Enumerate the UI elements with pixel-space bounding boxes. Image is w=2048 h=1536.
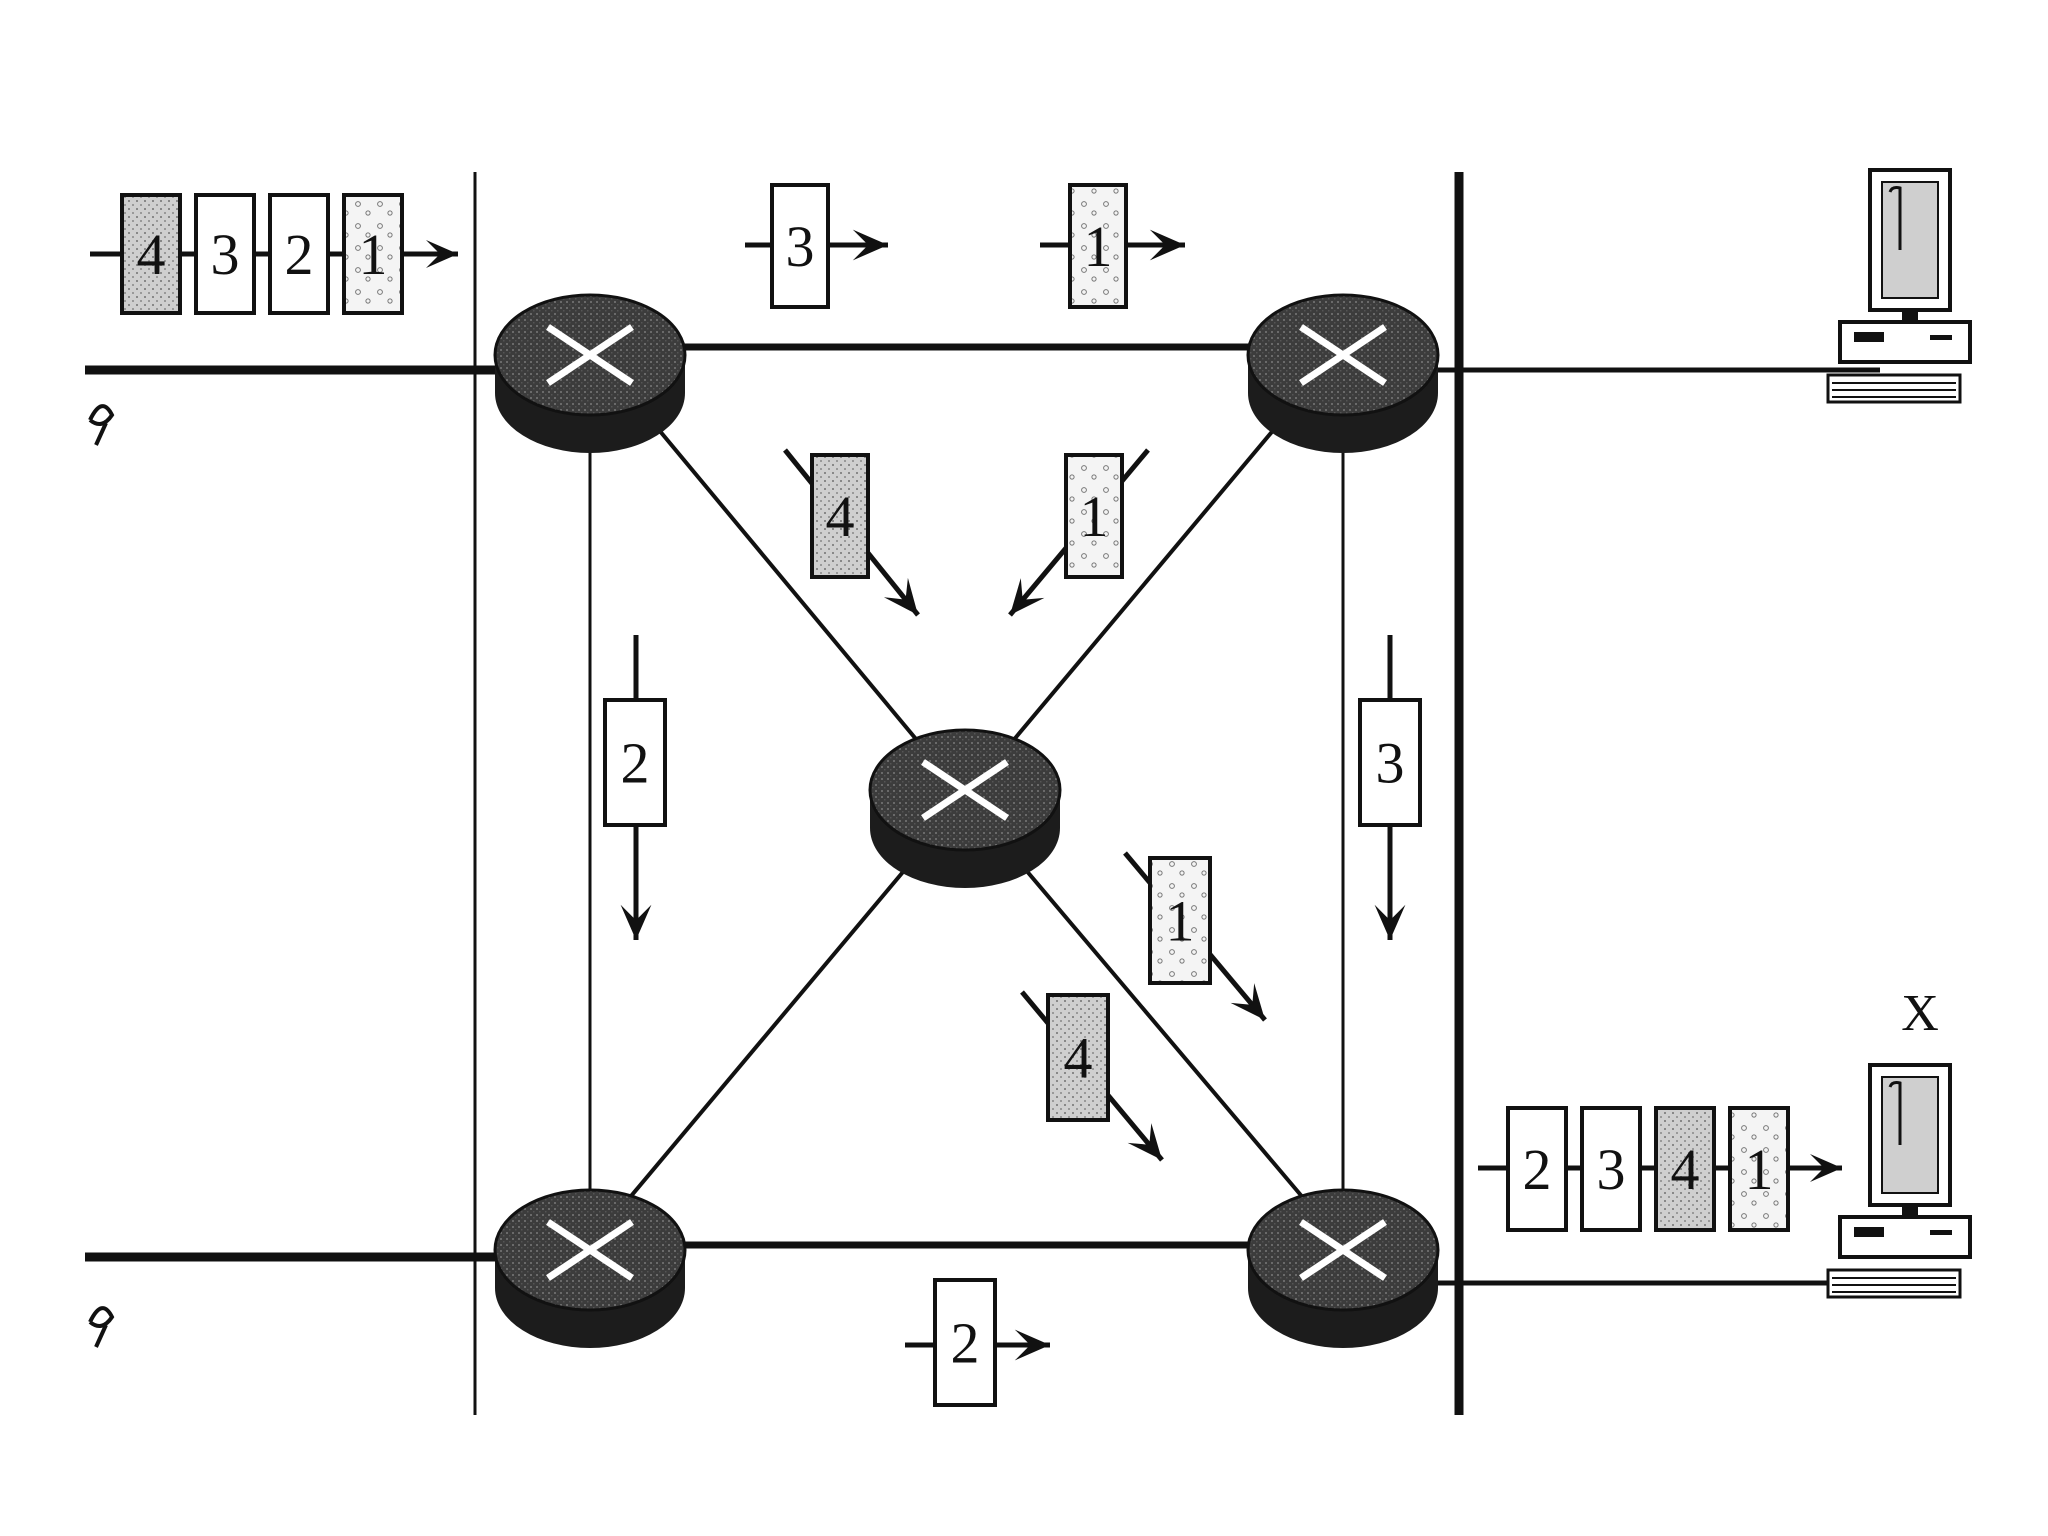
transit-top-right-to-center-arrowhead-icon bbox=[1010, 578, 1045, 615]
host-bottom bbox=[1826, 1063, 1972, 1299]
desktop-computer-icon bbox=[1826, 168, 1972, 404]
router-icon bbox=[493, 1188, 687, 1348]
packet-label: 1 bbox=[1080, 484, 1109, 549]
transit-packet-top-right-to-center: 1 bbox=[1064, 453, 1124, 579]
router-icon bbox=[868, 728, 1062, 888]
transit-packet-top-left-to-bottom-left: 2 bbox=[603, 698, 667, 827]
dest-packet: 4 bbox=[1654, 1106, 1716, 1232]
packet-label: 1 bbox=[1166, 889, 1195, 954]
router-top-right bbox=[1246, 293, 1440, 453]
transit-packet-center-to-bottom-right: 4 bbox=[1046, 993, 1110, 1122]
source-stream-arrowhead-icon bbox=[426, 240, 458, 268]
router-icon bbox=[1246, 293, 1440, 453]
router-icon bbox=[1246, 1188, 1440, 1348]
transit-packet-bottom-left-to-bottom-right: 2 bbox=[933, 1278, 997, 1407]
packet-label: 3 bbox=[786, 214, 815, 279]
packet-label: 1 bbox=[1084, 214, 1113, 279]
packet-label: 1 bbox=[1745, 1137, 1774, 1202]
source-packet: 4 bbox=[120, 193, 182, 315]
packet-label: 3 bbox=[1597, 1137, 1626, 1202]
transit-packet-top-left-to-top-right: 3 bbox=[770, 183, 830, 309]
packet-label: 4 bbox=[1671, 1137, 1700, 1202]
source-packet: 1 bbox=[342, 193, 404, 315]
packet-label: 4 bbox=[826, 484, 855, 549]
router-icon bbox=[493, 293, 687, 453]
packet-label: 2 bbox=[621, 731, 650, 796]
transit-bottom-left-to-bottom-right-arrowhead-icon bbox=[1014, 1329, 1050, 1361]
packet-label: 3 bbox=[1376, 731, 1405, 796]
transit-center-to-bottom-right-arrowhead-icon bbox=[1230, 983, 1265, 1020]
transit-top-left-to-bottom-left-arrowhead-icon bbox=[620, 904, 652, 940]
desktop-computer-icon bbox=[1826, 1063, 1972, 1299]
transit-center-to-bottom-right-arrowhead-icon bbox=[1127, 1123, 1162, 1160]
transit-packet-top-left-to-top-right: 1 bbox=[1068, 183, 1128, 309]
host-top bbox=[1826, 168, 1972, 404]
router-bottom-left bbox=[493, 1188, 687, 1348]
packet-label: 1 bbox=[359, 222, 388, 287]
transit-packet-top-left-to-center: 4 bbox=[810, 453, 870, 579]
host-bottom-label: X bbox=[1901, 985, 1939, 1042]
packet-label: 2 bbox=[951, 1311, 980, 1376]
transit-top-right-to-bottom-right-arrowhead-icon bbox=[1374, 904, 1406, 940]
transit-top-left-to-top-right-arrowhead-icon bbox=[852, 229, 888, 261]
dest-packet: 3 bbox=[1580, 1106, 1642, 1232]
transit-top-left-to-center-arrowhead-icon bbox=[883, 577, 918, 615]
source-packet: 3 bbox=[194, 193, 256, 315]
dest-packet: 2 bbox=[1506, 1106, 1568, 1232]
dest-packet: 1 bbox=[1728, 1106, 1790, 1232]
edge-mark-bottom bbox=[88, 1306, 115, 1348]
transit-packet-top-right-to-bottom-right: 3 bbox=[1358, 698, 1422, 827]
packet-label: 2 bbox=[1523, 1137, 1552, 1202]
packet-label: 4 bbox=[137, 222, 166, 287]
source-packet: 2 bbox=[268, 193, 330, 315]
router-top-left bbox=[493, 293, 687, 453]
router-center bbox=[868, 728, 1062, 888]
packet-label: 2 bbox=[285, 222, 314, 287]
packet-label: 3 bbox=[211, 222, 240, 287]
dest-stream-arrowhead-icon bbox=[1810, 1154, 1842, 1182]
transit-top-left-to-top-right-arrowhead-icon bbox=[1149, 229, 1185, 261]
transit-packet-center-to-bottom-right: 1 bbox=[1148, 856, 1212, 985]
packet-label: 4 bbox=[1064, 1026, 1093, 1091]
router-bottom-right bbox=[1246, 1188, 1440, 1348]
edge-mark-top bbox=[88, 404, 115, 446]
